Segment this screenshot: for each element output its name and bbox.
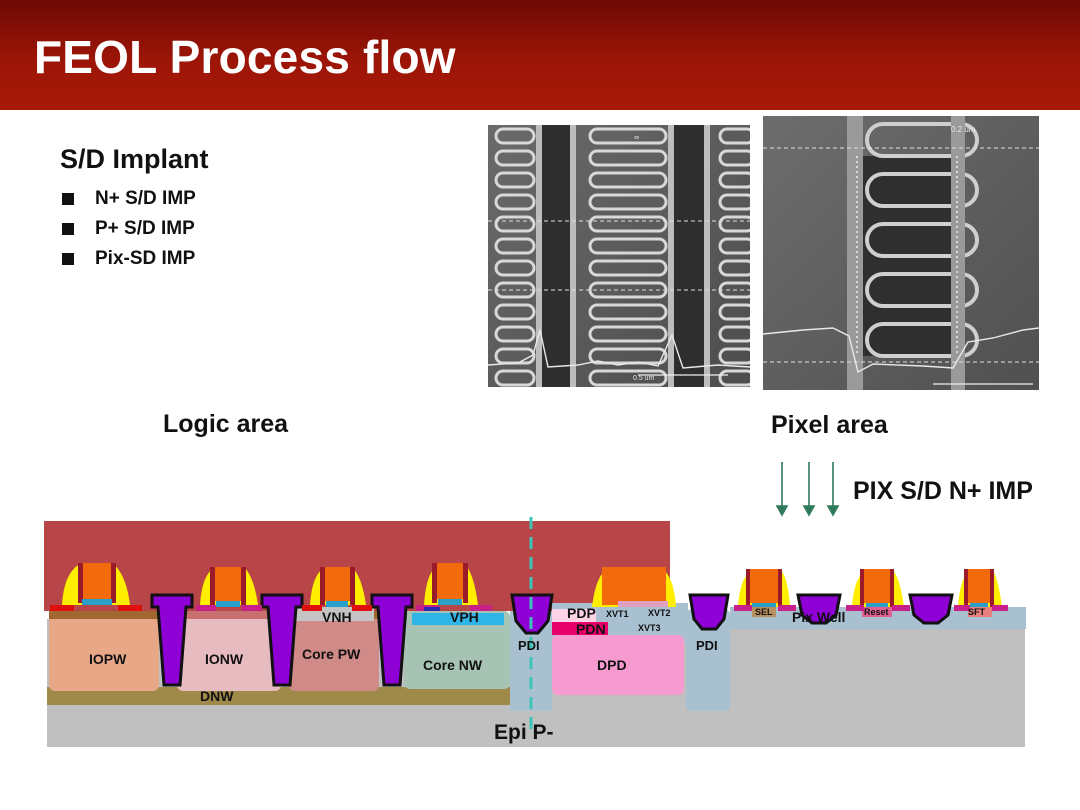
logic-gates [50, 563, 492, 611]
well-label: Core NW [423, 657, 483, 673]
well-label: IONW [205, 651, 244, 667]
logic-sem-scale: 0.5 um [633, 375, 655, 382]
region-label: PDI [518, 638, 540, 653]
dnw-region [47, 687, 514, 705]
well-label: IOPW [89, 651, 127, 667]
section-heading: S/D Implant [60, 144, 209, 174]
pixel-sem-scale: 0.2 um [951, 125, 976, 134]
pixel-sem-micrograph: 0.2 um [763, 116, 1039, 390]
list-item-text: P+ S/D IMP [95, 218, 195, 239]
dpd-region [552, 635, 684, 695]
list-item-text: Pix-SD IMP [95, 248, 196, 269]
title-bar: FEOL Process flow [0, 0, 1080, 110]
region-label: XVT1 [606, 609, 629, 619]
list-item-text: N+ S/D IMP [95, 188, 196, 209]
implant-arrow-icon [775, 462, 840, 517]
well-label: DNW [200, 688, 234, 704]
well-label: Core PW [302, 646, 361, 662]
region-label: Pix Well [792, 609, 845, 625]
list-item: P+ S/D IMP [62, 214, 196, 244]
well-label: DPD [597, 657, 627, 673]
bullet-square-icon [62, 193, 74, 205]
region-label: PDN [576, 621, 606, 637]
region-label: XVT2 [648, 608, 671, 618]
implant-list: N+ S/D IMP P+ S/D IMP Pix-SD IMP [62, 184, 196, 274]
core-pw-well [289, 611, 379, 691]
implant-label: PIX S/D N+ IMP [853, 477, 1033, 505]
region-label: PDP [567, 605, 596, 621]
logic-area-label: Logic area [163, 410, 289, 438]
transfer-gate [592, 567, 676, 607]
bullet-square-icon [62, 253, 74, 265]
iopw-well [49, 611, 159, 691]
logic-sem-micrograph: ⴰ 0.5 um [488, 125, 750, 387]
list-item: N+ S/D IMP [62, 184, 196, 214]
vph-region [412, 613, 504, 625]
cross-section-diagram: IOPW IONW Core PW Core NW DPD DNW Epi P-… [44, 515, 1026, 747]
ionw-well [177, 611, 281, 691]
pdp-region [552, 609, 596, 622]
pdn-region [552, 622, 608, 635]
epi-label: Epi P- [494, 721, 554, 744]
pixel-gate-label: SFT [968, 607, 986, 617]
pixel-sem-image: 0.2 um [763, 116, 1039, 390]
region-label: PDI [696, 638, 718, 653]
pixel-area-label: Pixel area [771, 411, 888, 439]
pixel-gate-label: SEL [755, 607, 773, 617]
pixel-gates [734, 569, 1008, 617]
logic-sem-image: ⴰ 0.5 um [488, 125, 750, 387]
region-label: XVT3 [638, 623, 661, 633]
region-label: VPH [450, 609, 479, 625]
bullet-square-icon [62, 223, 74, 235]
list-item: Pix-SD IMP [62, 244, 196, 274]
pixel-gate-label: Reset [864, 607, 889, 617]
pdi-right [686, 609, 730, 711]
core-nw-well [404, 611, 510, 689]
slide-title: FEOL Process flow [34, 31, 456, 83]
region-label: VNH [322, 609, 352, 625]
svg-text:ⴰ: ⴰ [634, 132, 639, 141]
